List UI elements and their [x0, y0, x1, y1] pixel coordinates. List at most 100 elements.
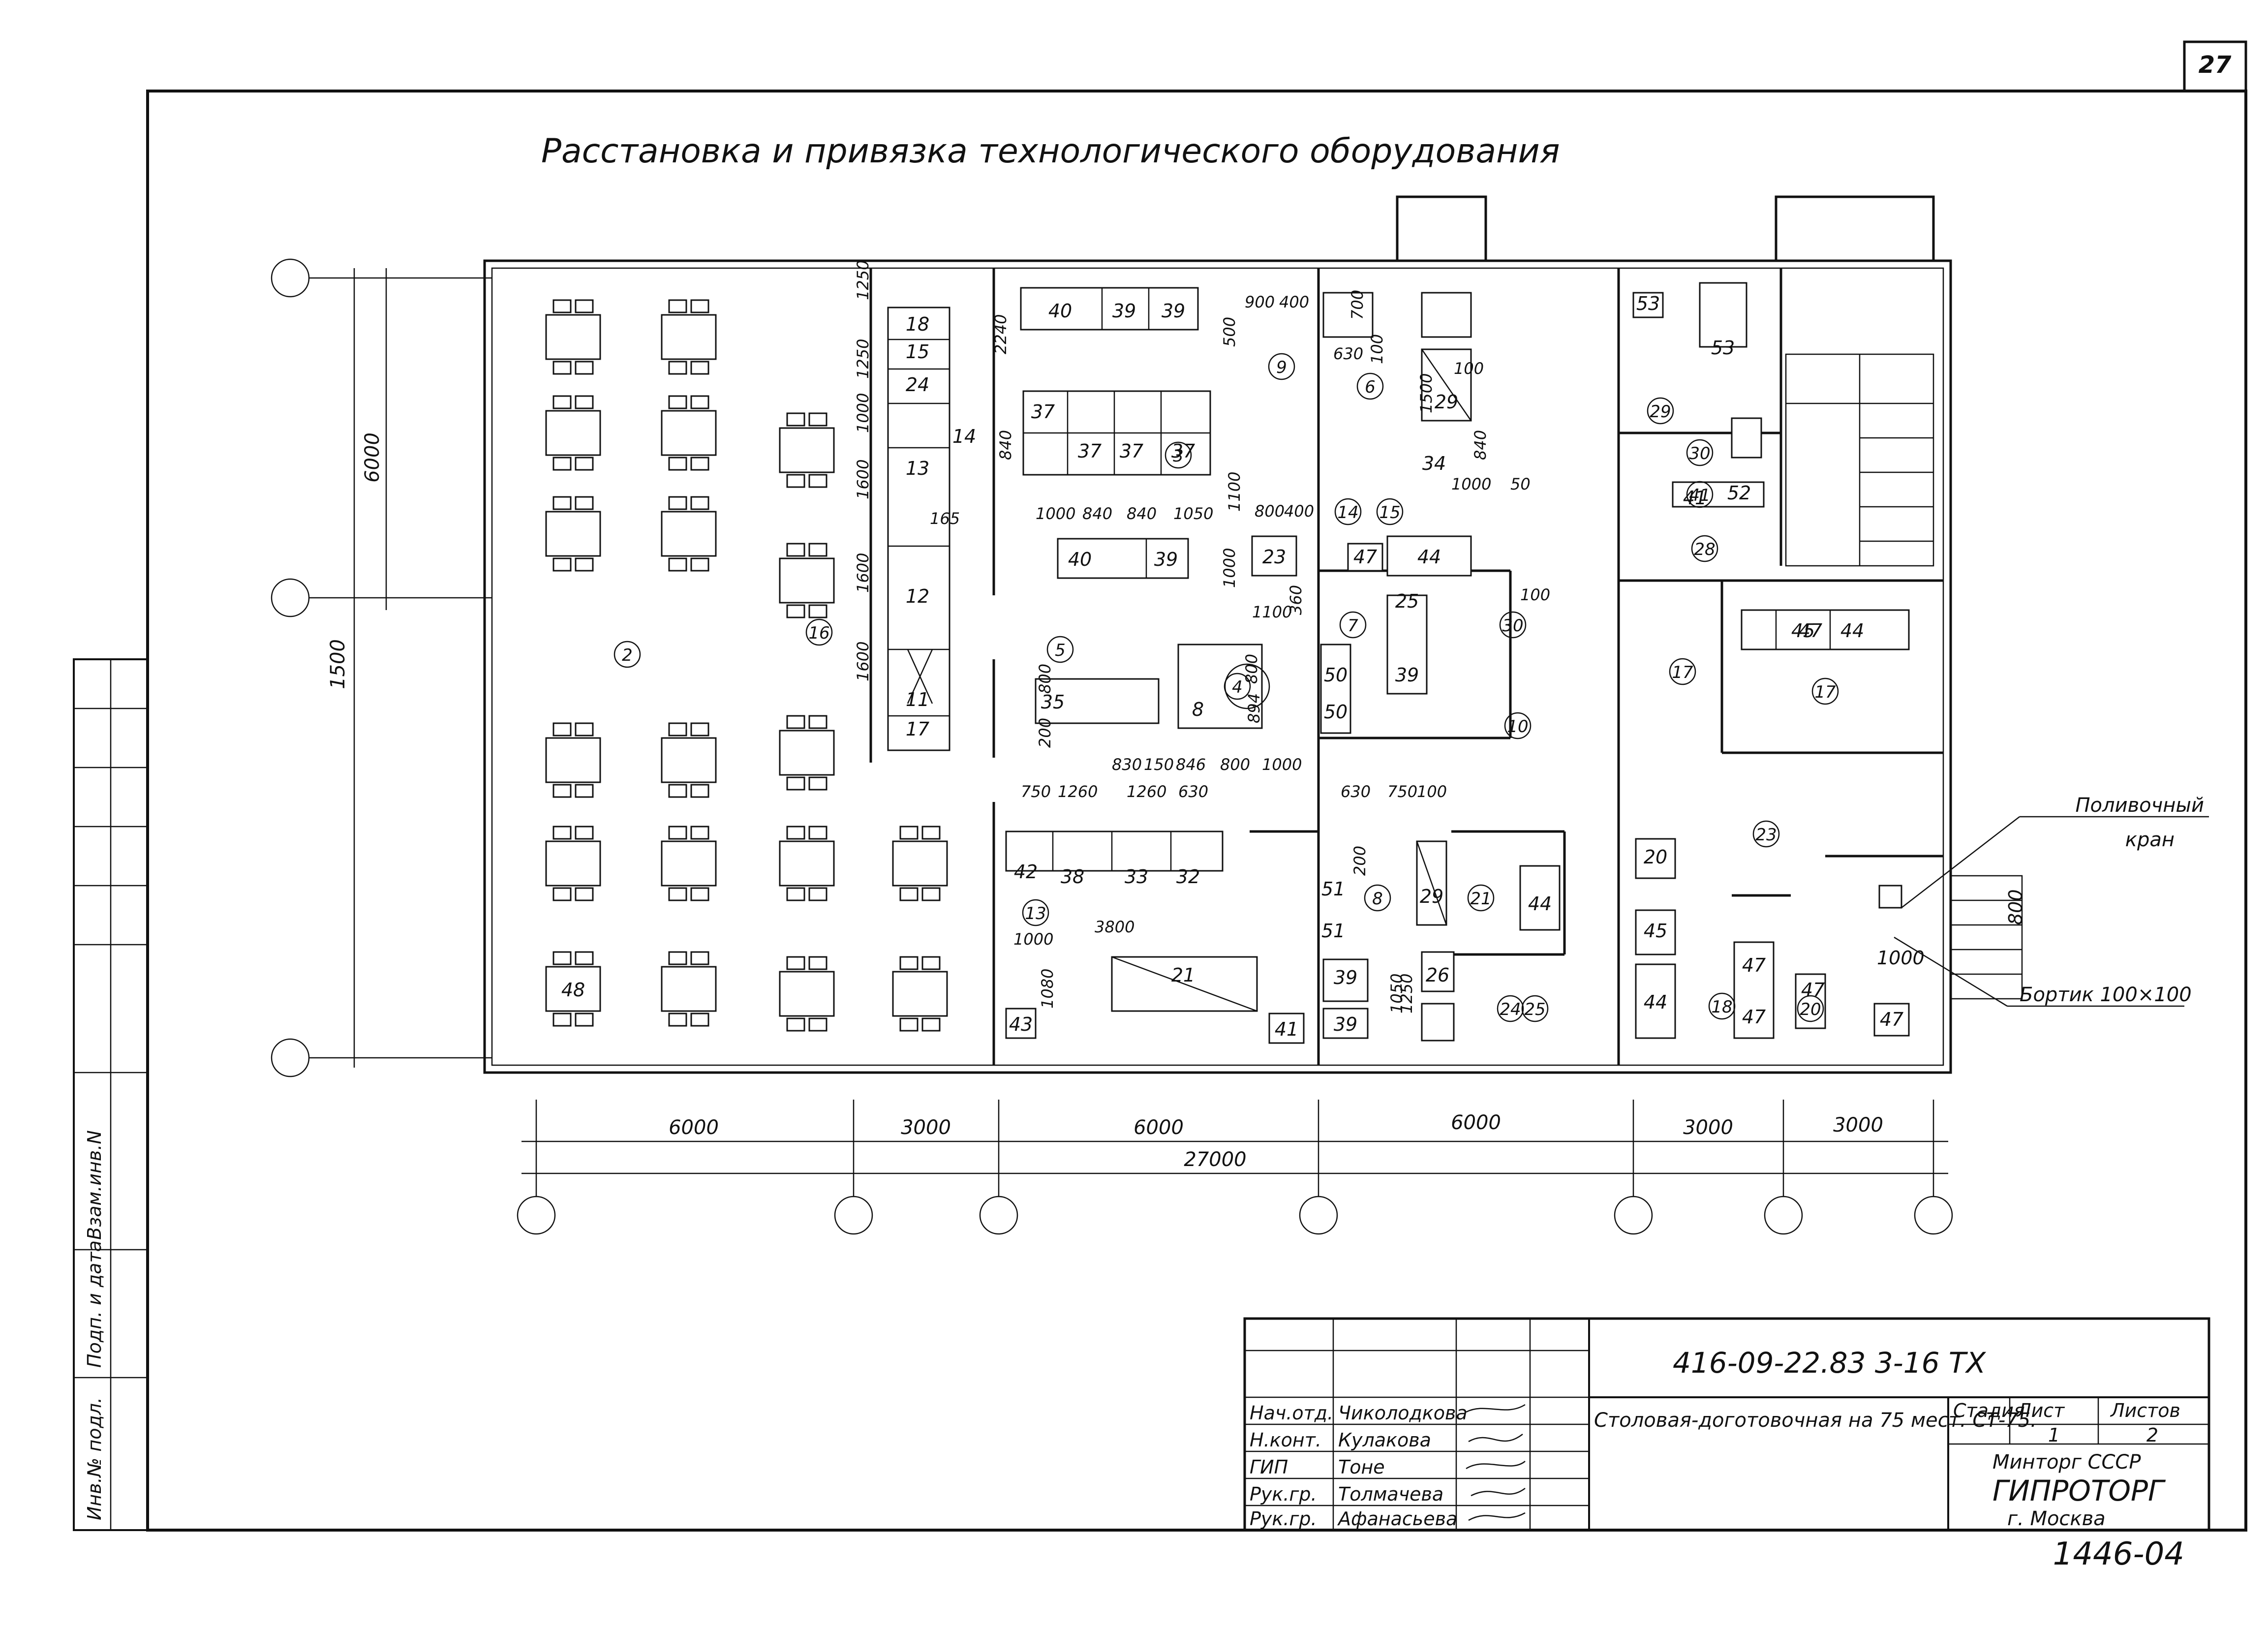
chair [786, 715, 805, 729]
chair [808, 412, 828, 427]
plan-dimension: 165 [930, 509, 960, 528]
room-number: 17 [1814, 682, 1836, 702]
plan-dimension: 1000 [1451, 475, 1491, 493]
equipment-label: 25 [1395, 590, 1419, 612]
chair [690, 826, 709, 840]
room-marker: 17 [1811, 677, 1839, 705]
chair [575, 395, 594, 409]
equipment-label: 8 [1192, 699, 1204, 720]
chair [575, 1013, 594, 1027]
dining-table [779, 956, 835, 1032]
equipment-label: 21 [1171, 964, 1195, 986]
equipment-label: 39 [1162, 300, 1185, 322]
room-number: 41 [1689, 486, 1710, 505]
equipment-label: 37 [1078, 440, 1102, 462]
plan-dimension: 1080 [1038, 969, 1057, 1009]
sheet-number: 27 [2199, 51, 2232, 79]
chair [808, 826, 828, 840]
plan-dimension: 100 [1454, 359, 1484, 378]
sheet-number-box [2183, 40, 2247, 92]
room-number: 2 [622, 645, 633, 665]
callout-tap-line1: Поливочный [2075, 794, 2204, 817]
equipment-label: 47 [1742, 954, 1766, 976]
room-number: 15 [1379, 503, 1400, 523]
equipment-label: 45 [1791, 620, 1815, 642]
dining-table [545, 826, 601, 901]
equipment-label: 37 [1031, 401, 1055, 423]
plan-dimension: 800 [1220, 755, 1250, 774]
chair [690, 361, 709, 375]
person-name: Чиколодкова [1338, 1402, 1468, 1424]
span-2: 3000 [901, 1116, 951, 1139]
room-number: 7 [1348, 616, 1358, 636]
plan-dimension: 1250 [854, 339, 872, 379]
chair [575, 457, 594, 471]
callout-curb: Бортик 100×100 [2020, 984, 2192, 1006]
room-number: 13 [1025, 904, 1046, 923]
room-number: 17 [1672, 663, 1693, 682]
equipment-label: 40 [1068, 549, 1092, 570]
equipment-label: 38 [1061, 866, 1084, 888]
plan-dimension: 1600 [854, 553, 872, 593]
span-5: 3000 [1683, 1116, 1733, 1139]
plan-dimension: 1250 [854, 260, 872, 300]
equipment-label: 42 [1014, 861, 1038, 883]
chair [552, 722, 572, 737]
plan-dimension: 1100 [1252, 603, 1292, 621]
plan-dimension: 1600 [854, 460, 872, 499]
title-block [1243, 1317, 2210, 1532]
plan-dimension: 1050 [1173, 504, 1213, 523]
chair [808, 1017, 828, 1032]
room-marker: 20 [1797, 995, 1824, 1022]
chair [786, 543, 805, 557]
plan-dimension: 630 [1333, 344, 1363, 363]
room-marker: 30 [1499, 611, 1527, 639]
chair [690, 299, 709, 313]
org-city: г. Москва [2007, 1507, 2106, 1530]
role-label: Рук.гр. [1250, 1508, 1317, 1530]
plan-dimension: 1600 [854, 642, 872, 681]
plan-dimension: 1000 [854, 393, 872, 433]
chair [575, 951, 594, 965]
equipment-label: 13 [906, 458, 929, 479]
doc-name: Столовая-доготовочная на 75 мест. СТ-75. [1594, 1409, 2037, 1432]
span-3: 6000 [1134, 1116, 1184, 1139]
room-number: 14 [1337, 503, 1358, 523]
left-span-total: 1500 [327, 639, 349, 689]
side-stamp: Инв.№ подл. Подп. и дата Взам.инв.N [73, 658, 149, 1531]
plan-dimension: 700 [1348, 290, 1367, 320]
callout-curb-dim: 800 [2005, 889, 2026, 925]
equipment-label: 40 [1048, 300, 1072, 322]
room-marker: 3 [1165, 441, 1192, 469]
sheets-header: Листов [2110, 1400, 2180, 1421]
equipment-label: 17 [906, 718, 929, 740]
chair [552, 826, 572, 840]
serving-line [887, 307, 950, 751]
plan-dimension: 1000 [1013, 930, 1053, 949]
room-number: 28 [1694, 540, 1715, 559]
room-marker: 8 [1364, 884, 1391, 912]
equipment-label: 51 [1321, 878, 1345, 900]
span-1: 6000 [669, 1116, 719, 1139]
chair [690, 951, 709, 965]
dining-table [779, 412, 835, 488]
dining-table [545, 722, 601, 798]
chair [808, 543, 828, 557]
room-marker: 41 [1686, 481, 1714, 508]
equipment-label: 52 [1727, 482, 1751, 504]
equipment-label: 50 [1324, 701, 1348, 723]
person-name: Толмачева [1338, 1483, 1443, 1505]
chair [786, 1017, 805, 1032]
sheet-header: Лист [2016, 1400, 2065, 1421]
plan-dimension: 1000 [1036, 504, 1075, 523]
plan-dimension: 2240 [991, 314, 1010, 354]
equipment-label: 18 [906, 313, 929, 335]
plan-dimension: 900 [1245, 293, 1275, 311]
chair [668, 457, 687, 471]
drawing-title: Расстановка и привязка технологического … [541, 132, 1560, 171]
grid-axes [271, 258, 1953, 1235]
chair [786, 826, 805, 840]
room-marker: 24 [1497, 995, 1524, 1022]
